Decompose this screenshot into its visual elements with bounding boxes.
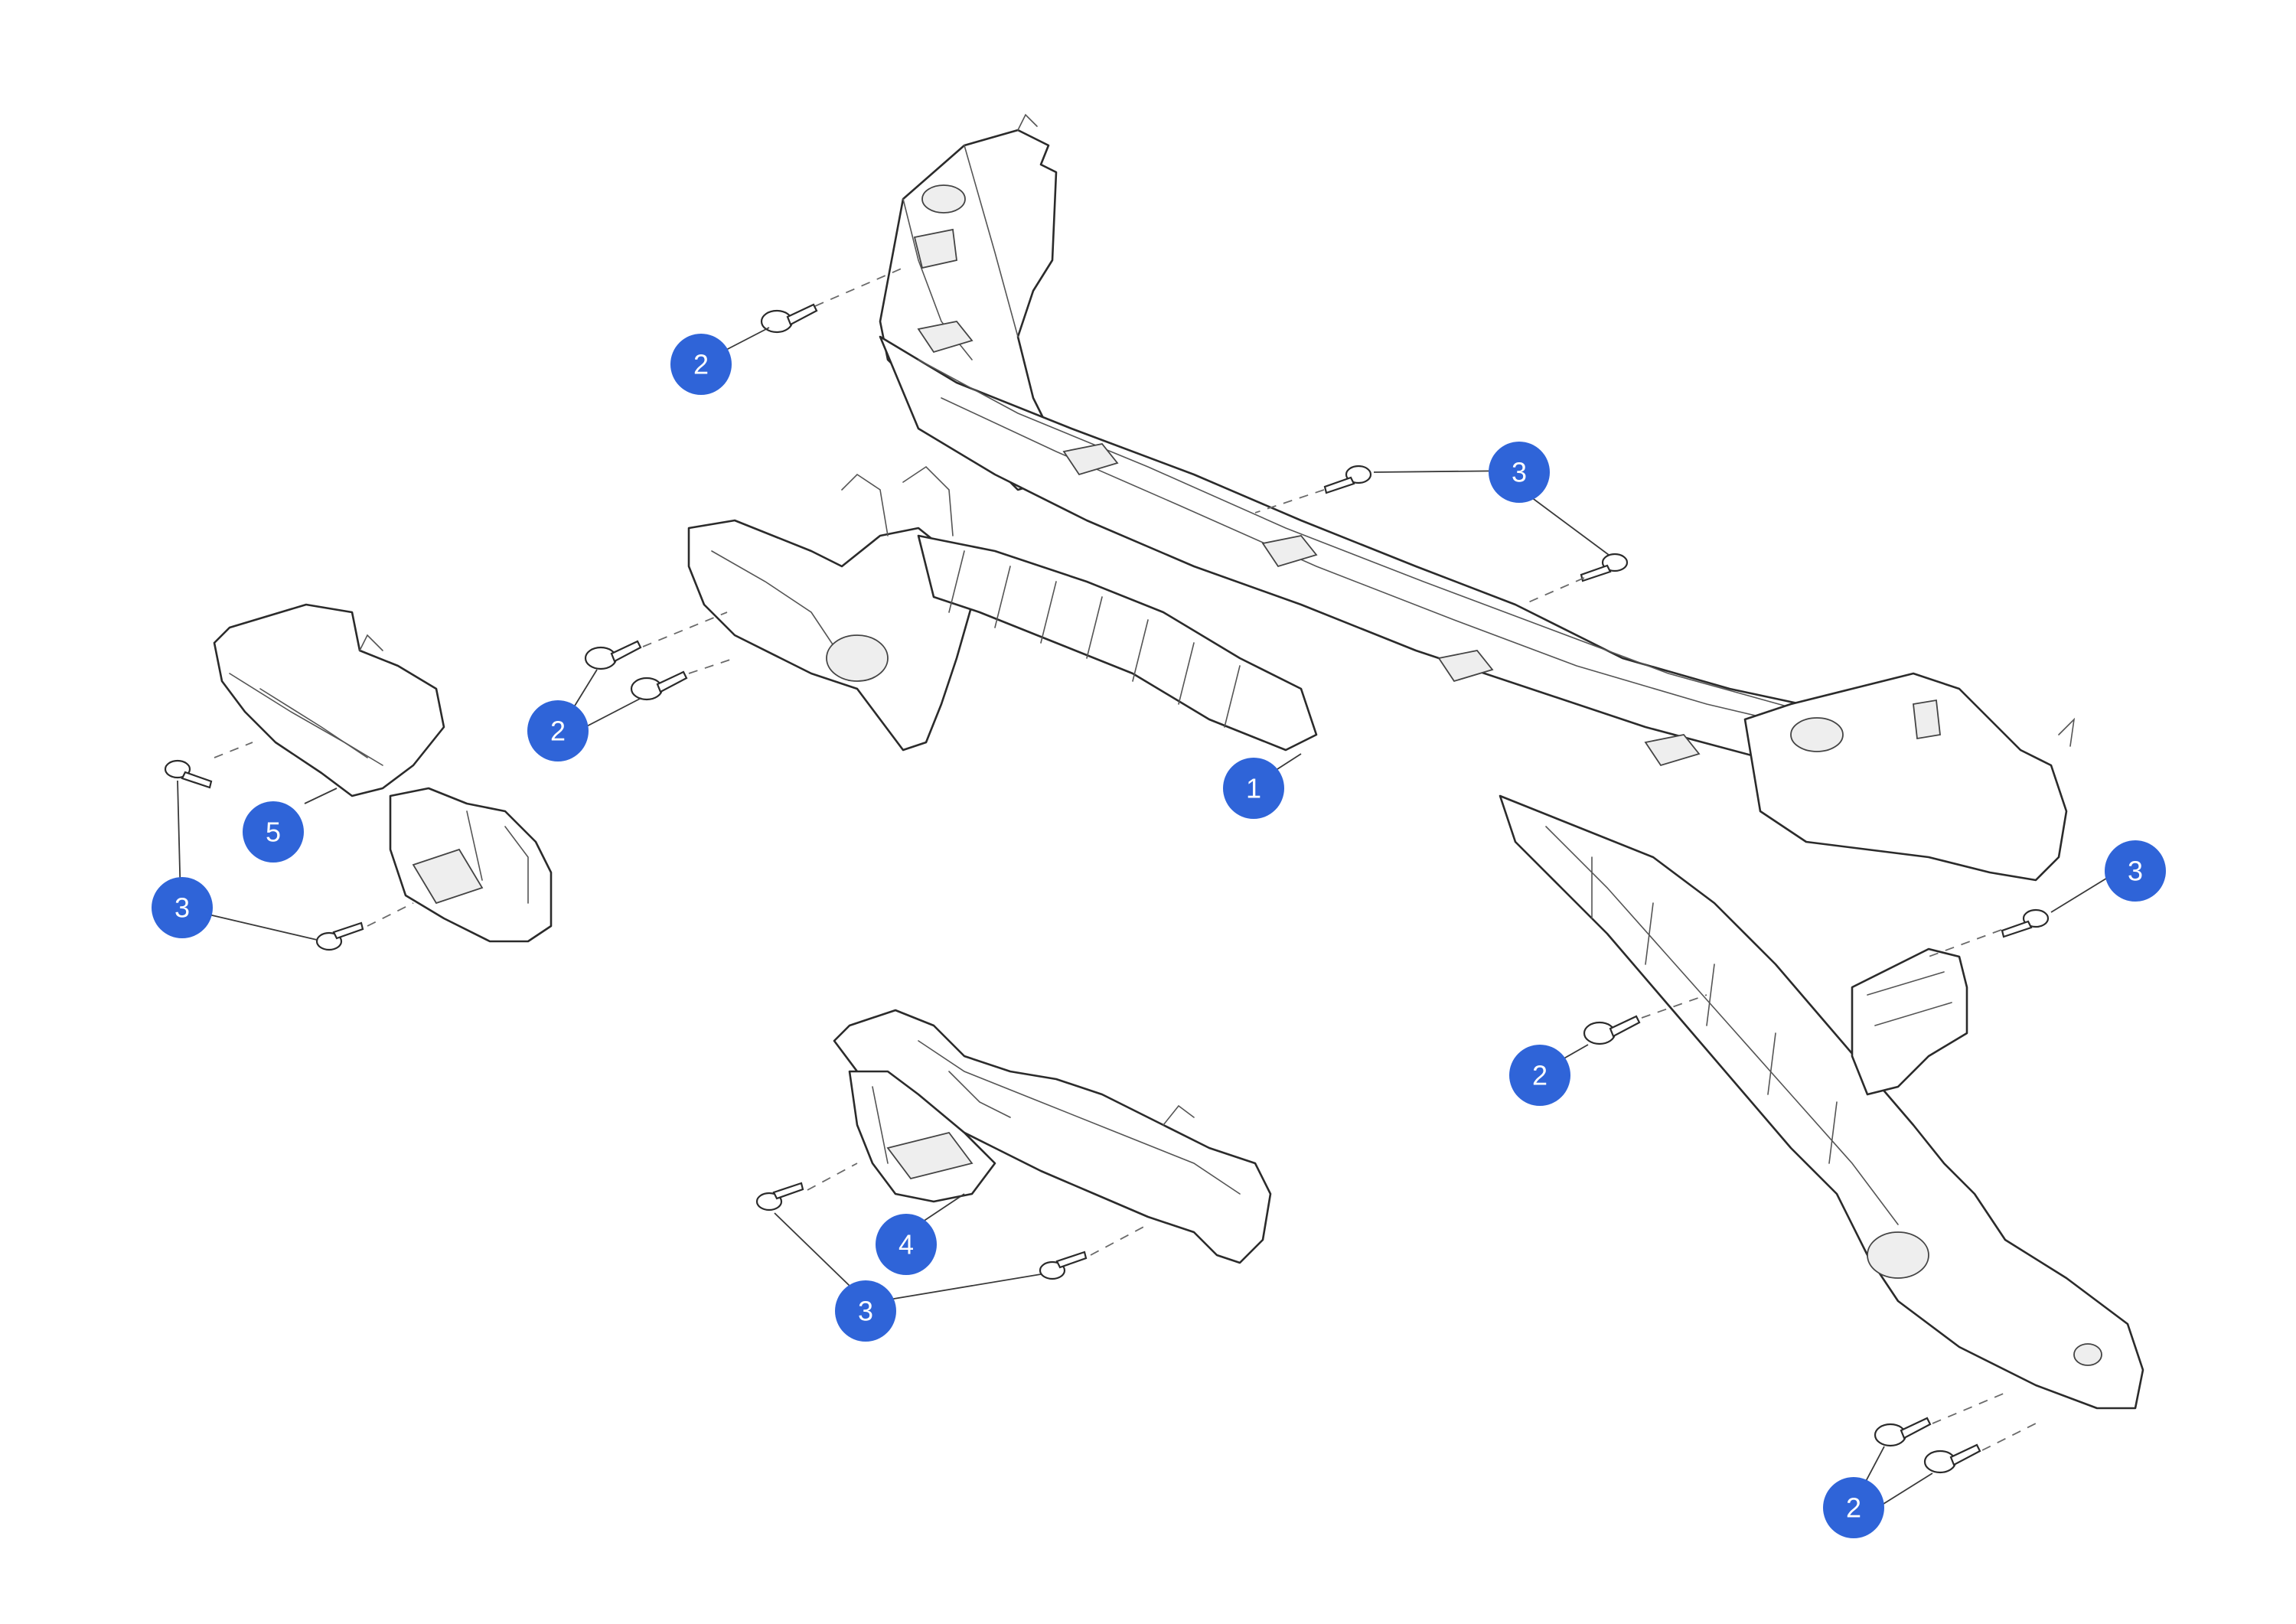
callout-bubble [1509,1045,1570,1106]
callout-number: 3 [2128,856,2143,887]
callouts: 1 2 2 2 2 3 3 3 [152,334,2166,1538]
callout-number: 2 [550,716,566,747]
callout-number: 4 [899,1229,914,1260]
callout-part-5: 5 [243,801,304,863]
callout-number: 2 [693,349,709,380]
bolt-icon [1323,465,1372,494]
bolt-icon [755,1182,804,1211]
bolt-icon [1923,1443,1981,1474]
callout-part-3: 3 [835,1280,896,1342]
callout-number: 5 [266,817,281,848]
lower-middle-bracket-part [833,1009,1272,1264]
bolt-icon [315,921,364,951]
upper-beam-mounting-pads [917,321,1701,767]
callout-number: 2 [1532,1060,1548,1091]
fasteners [164,303,2050,1474]
left-bracket-part [213,603,553,943]
callout-bubble [2105,840,2166,902]
callout-part-2: 2 [670,334,732,395]
callout-bubble [835,1280,896,1342]
bolt-icon [584,640,642,670]
callout-number: 3 [1512,457,1527,488]
callout-number: 3 [858,1296,873,1327]
bolt-icon [1874,1417,1932,1447]
bolt-icon [164,759,213,789]
bolt-icon [1039,1251,1088,1280]
bolt-icon [2001,908,2050,938]
callout-bubble [876,1214,937,1275]
callout-bubble [670,334,732,395]
callout-part-3: 3 [2105,840,2166,902]
bolt-icon [630,670,688,701]
front-end-carrier-part [687,113,2144,1410]
callout-bubble [527,700,589,761]
callout-part-3: 3 [152,877,213,938]
bolt-icon [1580,553,1629,582]
callout-part-2: 2 [1823,1477,1884,1538]
bolt-icon [1583,1015,1641,1045]
callout-part-4: 4 [876,1214,937,1275]
callout-bubble [1489,442,1550,503]
callout-part-2: 2 [1509,1045,1570,1106]
callout-number: 2 [1846,1492,1861,1524]
assembly-guide-lines [214,267,2037,1451]
callout-part-3: 3 [1489,442,1550,503]
callout-number: 1 [1246,773,1261,804]
callout-bubble [152,877,213,938]
callout-number: 3 [174,892,190,924]
callout-part-1: 1 [1223,758,1284,819]
bolt-icon [760,303,818,334]
callout-bubble [1823,1477,1884,1538]
callout-bubble [243,801,304,863]
callout-part-2: 2 [527,700,589,761]
callout-bubble [1223,758,1284,819]
